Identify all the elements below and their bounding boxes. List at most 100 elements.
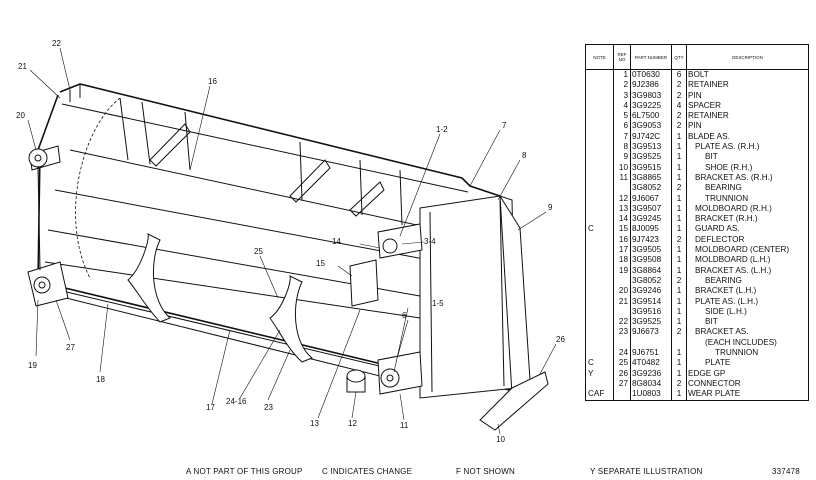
drawing-number: 337478	[772, 467, 800, 476]
cell-qty: 1	[671, 203, 687, 215]
callout-label: 19	[28, 361, 37, 370]
cell-ref-no: 19	[613, 265, 631, 276]
cell-qty: 1	[671, 389, 687, 401]
header-ref-no: REF NO	[613, 44, 631, 70]
footer-note-a: A NOT PART OF THIS GROUP	[186, 467, 303, 476]
cell-note	[585, 296, 614, 307]
cell-ref-no: 3	[613, 90, 631, 101]
cell-part-number: 9J7423	[630, 234, 672, 246]
cell-part-number: 3G8864	[630, 265, 672, 276]
cell-note	[585, 152, 614, 163]
callout-label: 24-16	[226, 397, 247, 406]
cell-part-number: 9J2386	[630, 80, 672, 91]
cell-description: BRACKET (L.H.)	[686, 286, 809, 297]
cell-description: GUARD AS.	[686, 224, 809, 235]
cell-note	[585, 255, 614, 266]
cell-note	[585, 234, 614, 246]
cell-part-number: 3G9225	[630, 100, 672, 112]
cell-note: Y	[585, 368, 614, 379]
callout-label: 27	[66, 343, 75, 352]
callout-label: 9	[548, 203, 553, 212]
header-description: DESCRIPTION	[686, 44, 809, 70]
cell-ref-no: 1	[613, 69, 631, 81]
callout-label: 11	[400, 421, 409, 430]
cell-description: (EACH INCLUDES)	[686, 337, 809, 349]
cell-qty: 4	[671, 100, 687, 112]
callout-label: 26	[556, 335, 565, 344]
cell-part-number: 3G9245	[630, 214, 672, 225]
cell-part-number: 9J6751	[630, 348, 672, 359]
cell-qty: 1	[671, 162, 687, 173]
cell-part-number: 3G8052	[630, 183, 672, 194]
callout-label: 18	[96, 375, 105, 384]
cell-part-number: 3G9525	[630, 152, 672, 163]
cell-part-number: 4T0482	[630, 358, 672, 369]
callout-label: 10	[496, 435, 505, 444]
cell-note	[585, 203, 614, 215]
callout-label: 17	[206, 403, 215, 412]
cell-qty: 2	[671, 234, 687, 246]
parts-list-table: NOTE REF NO PART NUMBER QTY DESCRIPTION …	[585, 44, 809, 401]
cell-qty	[671, 337, 687, 349]
cell-ref-no: 17	[613, 245, 631, 256]
cell-qty: 1	[671, 214, 687, 225]
cell-description: BEARING	[686, 183, 809, 194]
cell-part-number: 3G9515	[630, 162, 672, 173]
cell-qty: 1	[671, 358, 687, 369]
cell-note	[585, 337, 614, 349]
cell-ref-no	[613, 275, 631, 287]
cell-ref-no: 13	[613, 203, 631, 215]
cell-qty: 1	[671, 245, 687, 256]
cell-qty: 2	[671, 90, 687, 101]
header-note: NOTE	[585, 44, 614, 70]
cell-note: C	[585, 224, 614, 235]
cell-note: CAF	[585, 389, 614, 401]
callout-label: 14	[332, 237, 341, 246]
cell-qty: 6	[671, 69, 687, 81]
cell-ref-no: 26	[613, 368, 631, 379]
footer-note-f: F NOT SHOWN	[456, 467, 515, 476]
cell-qty: 1	[671, 306, 687, 318]
cell-description: BIT	[686, 152, 809, 163]
cell-description: WEAR PLATE	[686, 389, 809, 401]
cell-qty: 2	[671, 275, 687, 287]
cell-ref-no: 11	[613, 172, 631, 184]
callout-label: 7	[502, 121, 507, 130]
cell-ref-no: 15	[613, 224, 631, 235]
cell-description: DEFLECTOR	[686, 234, 809, 246]
cell-qty: 1	[671, 348, 687, 359]
cell-ref-no: 10	[613, 162, 631, 173]
cell-ref-no: 4	[613, 100, 631, 112]
cell-part-number: 3G9516	[630, 306, 672, 318]
cell-description: BRACKET AS. (L.H.)	[686, 265, 809, 276]
callout-label: 22	[52, 39, 61, 48]
cell-ref-no: 16	[613, 234, 631, 246]
callout-label: 1-2	[436, 125, 448, 134]
cell-note	[585, 142, 614, 153]
cell-ref-no: 2	[613, 80, 631, 91]
cell-qty: 1	[671, 131, 687, 143]
cell-note	[585, 80, 614, 91]
cell-ref-no	[613, 306, 631, 318]
cell-ref-no: 21	[613, 296, 631, 307]
cell-qty: 2	[671, 80, 687, 91]
cell-note	[585, 90, 614, 101]
page-footer: A NOT PART OF THIS GROUP C INDICATES CHA…	[0, 466, 816, 480]
cell-ref-no: 9	[613, 152, 631, 163]
cell-part-number: 9J6673	[630, 327, 672, 338]
cell-ref-no: 25	[613, 358, 631, 369]
cell-qty: 1	[671, 224, 687, 235]
cell-ref-no: 20	[613, 286, 631, 297]
cell-note	[585, 100, 614, 112]
callout-label: 20	[16, 111, 25, 120]
cell-description: PIN	[686, 121, 809, 132]
cell-description: BIT	[686, 317, 809, 328]
cell-ref-no: 12	[613, 193, 631, 204]
